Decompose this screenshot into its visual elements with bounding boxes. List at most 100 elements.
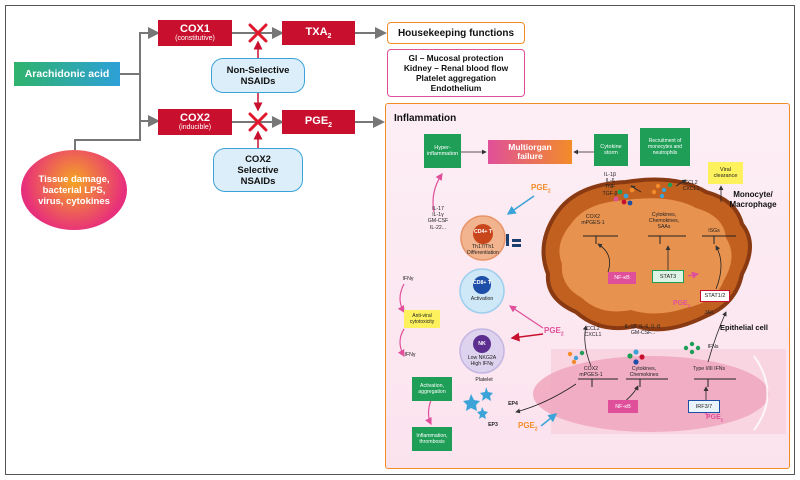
macro-cox2: COX2: [585, 214, 601, 220]
housekeeping-list-box: GI – Mucosal protection Kidney – Renal b…: [387, 49, 525, 97]
cytokine-dots-storm: [613, 187, 635, 206]
pge2-epi-right-text: PGE: [706, 414, 721, 421]
multiorgan-failure-label: Multiorgan failure: [508, 142, 552, 161]
epithelial-layer-edge: [786, 349, 789, 434]
cox1-note: (constitutive): [175, 35, 215, 42]
housekeeping-item: Platelet aggregation: [415, 73, 497, 83]
cox2-selective-line2: Selective: [237, 164, 279, 176]
tissue-damage-circle: Tissue damage, bacterial LPS, virus, cyt…: [21, 150, 127, 230]
arrow-to-recruit: [675, 179, 687, 187]
macro-mpges: mPGES-1: [581, 220, 605, 227]
pge2-epi-right-sub: 2: [720, 417, 724, 423]
nk-description: Low NKG2A High IFNγ: [467, 355, 497, 368]
pge2-arrow-stat: [687, 271, 700, 279]
nonselective-nsaids-label: Non-Selective NSAIDs: [226, 64, 290, 87]
inflammation-thrombosis-label: Inflammation, thrombosis: [416, 432, 448, 445]
viral-clearance-box: Viral clearance: [708, 162, 743, 184]
storm-cytokine-list: IL-1β IL-6 TNF TGF-β: [596, 172, 624, 197]
arrow-antiviral-ifn: [397, 328, 405, 358]
arrow-to-storm: [630, 185, 642, 193]
pge2-arrow-epi: [540, 413, 558, 427]
epi-type-ifns-label: Type I/III IFNs: [692, 366, 726, 372]
diagram-frame: [5, 5, 795, 475]
th-cytokine: IL-17: [432, 206, 444, 212]
connector-aa: [120, 27, 160, 75]
epi-to-ifns: [707, 311, 727, 363]
pge2-epi-left-text: PGE: [518, 421, 535, 430]
recruitment-label: Recruitment of monocytes and neutrophils: [648, 138, 682, 156]
storm-cytokine: TGF-β: [602, 190, 618, 197]
macro-stat12-box: STAT1/2: [700, 290, 730, 302]
pge2-mid-sub: 2: [560, 331, 564, 338]
epi-cox2-label: COX2 mPGES-1: [576, 366, 606, 378]
ifn-gamma-label: IFNγ: [402, 276, 414, 282]
epi-nfkb: NF-κB: [615, 403, 631, 410]
pge2-arrow-nk: [510, 332, 544, 342]
cox1-box: COX1 (constitutive): [158, 20, 232, 46]
pge2-label-mid: PGE2: [544, 326, 564, 338]
housekeeping-title-box: Housekeeping functions: [387, 22, 525, 44]
macro-stat12: STAT1/2: [704, 293, 726, 299]
platelet-label: Platelet: [475, 377, 493, 383]
macro-isgs-label: ISGs: [708, 228, 720, 234]
hyperinflammation-box: Hyper-inflammation: [424, 134, 461, 168]
pge2-box: PGE2: [282, 110, 355, 134]
housekeeping-item: Kidney – Renal blood flow: [403, 63, 509, 73]
nk-nucleus: [473, 335, 491, 353]
cytokine-storm-label: Cytokine storm: [600, 143, 622, 157]
txa2-label: TXA: [305, 25, 328, 38]
neighbor-cell-outline: [753, 355, 769, 431]
antiviral-box: Anti-viral cytotoxicity: [404, 310, 440, 328]
arrow-activation-inflam: [425, 399, 432, 426]
pge2-subscript: 2: [328, 122, 333, 130]
epi-cxcl1: CXCL1: [584, 332, 602, 339]
inflammation-thrombosis-box: Inflammation, thrombosis: [412, 427, 452, 451]
arachidonic-acid-label: Arachidonic acid: [24, 68, 110, 80]
cox2-selective-nsaids-box: COX2 Selective NSAIDs: [213, 148, 303, 192]
ep4-label: EP4: [508, 401, 518, 407]
storm-cytokine: IL-6: [605, 178, 615, 185]
arrow-th-to-hyper: [432, 173, 443, 213]
th-cytokine: IL-22...: [429, 224, 447, 231]
pge2-label-macro: PGE2: [673, 300, 690, 308]
inflammation-drawing: [397, 149, 789, 434]
pge2-epi-left-sub: 2: [534, 426, 538, 433]
macro-cytokines-label: Cytokines, Chemokines, SAAs: [648, 212, 680, 231]
txa2-box: TXA2: [282, 21, 355, 45]
epithelial-cell-label: Epithelial cell: [720, 323, 768, 332]
housekeeping-title: Housekeeping functions: [397, 27, 515, 39]
macro-link-nfkb: [597, 243, 611, 273]
recruit-cytokine: CCL2: [684, 180, 698, 186]
cytokine-dots-recruit: [651, 182, 673, 199]
pge2-upper-text: PGE: [531, 183, 548, 192]
monocyte-macrophage-label: Monocyte/ Macrophage: [729, 190, 777, 209]
recruit-cytokine-list: CCL2 CXCL1: [678, 180, 704, 192]
pge2-label-upper: PGE2: [531, 183, 551, 195]
connector-tissue: [74, 121, 141, 150]
cd8-label: CD8+ T: [472, 280, 492, 286]
cox2-selective-line3: NSAIDs: [240, 175, 276, 187]
epi-up-to-ccl: [582, 325, 592, 367]
th-cytokine-list: IL-17 IL-1γ GM-CSF IL-22...: [424, 206, 452, 231]
storm-cytokine: TNF: [604, 184, 616, 191]
epi-ccl2: CCL2: [586, 326, 600, 332]
inflammation-panel: Inflammation: [385, 103, 790, 469]
th-cytokine: IL-1γ: [432, 212, 444, 219]
macro-jak-label: JAK: [704, 310, 714, 316]
macro-link-stat12: [715, 245, 722, 290]
cox2-note: (inducible): [178, 124, 212, 131]
epi-mpges: mPGES-1: [579, 372, 603, 379]
cd8-nucleus: [473, 276, 491, 294]
epi-il-list: IL-1β, IL-6, IL-8, GM-CSF...: [624, 324, 662, 337]
cox2-box: COX2 (inducible): [158, 109, 232, 135]
epi-cox2: COX2: [583, 366, 599, 372]
epi-pge2-to-ep: [515, 383, 577, 414]
hyperinflammation-label: Hyper-inflammation: [426, 144, 459, 158]
epithelial-cell-body: [533, 356, 769, 432]
pge2-mid-text: PGE: [544, 326, 561, 335]
macro-nfkb-box: NF-κB: [608, 272, 636, 284]
macro-stat3-box: STAT3: [652, 270, 684, 283]
multiorgan-failure-box: Multiorgan failure: [488, 140, 572, 164]
macrophage-nucleus: [559, 198, 732, 314]
